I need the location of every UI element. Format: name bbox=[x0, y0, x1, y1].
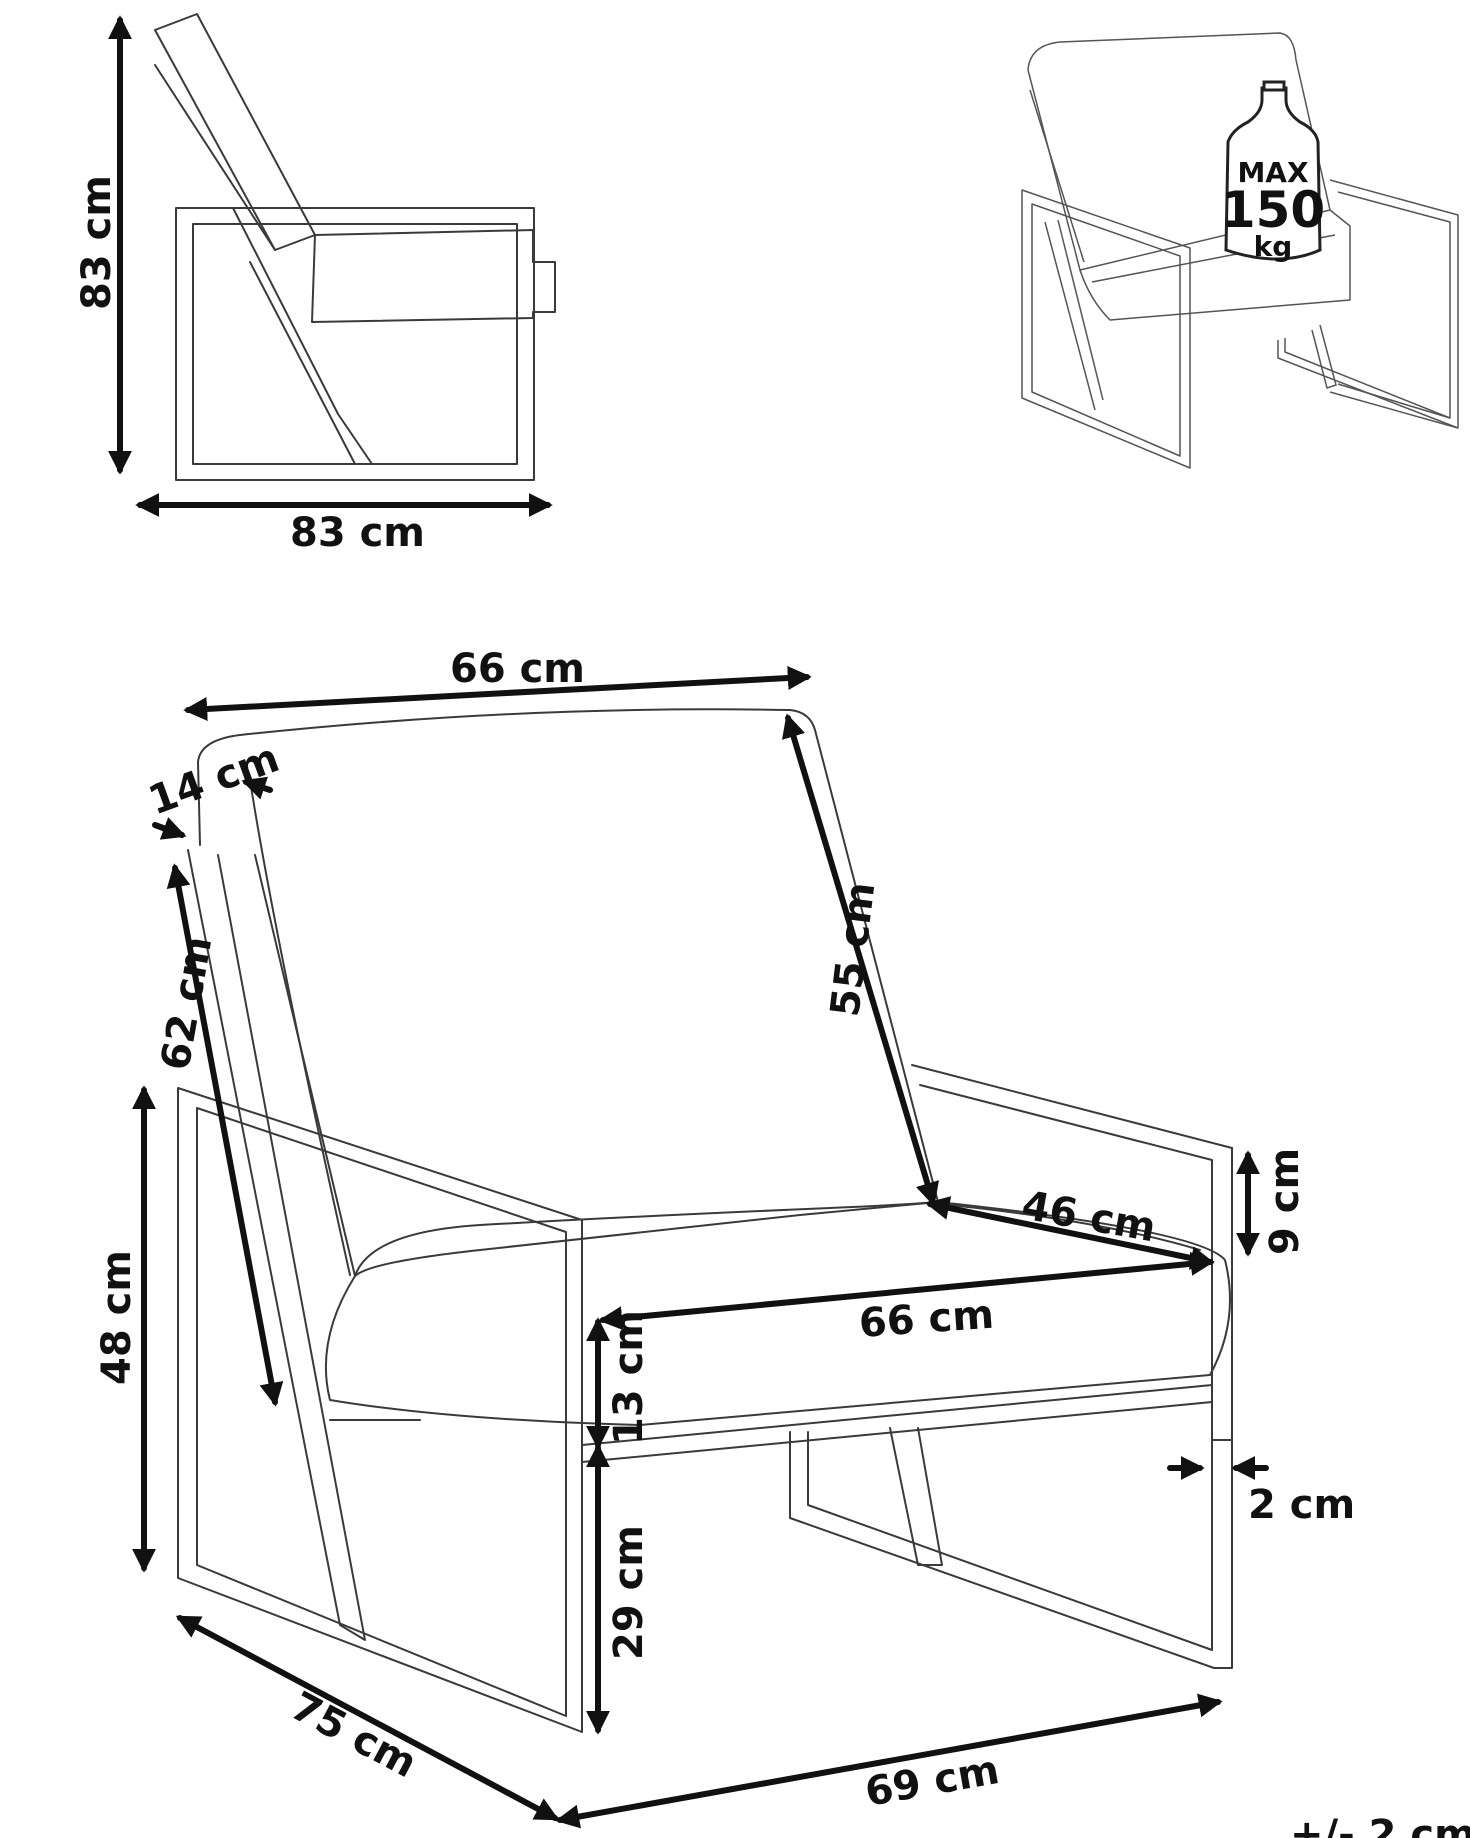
back-frame-arrow bbox=[166, 863, 284, 1407]
side-view-drawing bbox=[154, 13, 556, 481]
back-height-arrow bbox=[782, 713, 939, 1207]
side-height-label: 83 cm bbox=[74, 175, 120, 310]
vase-weight-icon bbox=[1224, 86, 1322, 261]
width-arrow bbox=[555, 1693, 1223, 1829]
seat-width-label: 66 cm bbox=[857, 1292, 995, 1347]
tolerance-note: +/- 2 cm bbox=[1290, 1812, 1470, 1838]
seat-cushion-label: 13 cm bbox=[606, 1310, 652, 1445]
frame-thickness-label: 2 cm bbox=[1248, 1482, 1355, 1528]
arm-above-seat-label: 9 cm bbox=[1262, 1148, 1308, 1255]
weight-value-label: 150 bbox=[1221, 181, 1325, 239]
back-width-label: 66 cm bbox=[450, 646, 585, 692]
armrest-height-label: 48 cm bbox=[94, 1250, 140, 1385]
depth-arrow bbox=[175, 1615, 560, 1821]
depth-label: 75 cm bbox=[283, 1683, 424, 1787]
weight-badge: MAX 150 kg bbox=[1221, 80, 1325, 263]
back-thickness-label: 14 cm bbox=[143, 735, 286, 824]
side-depth-label: 83 cm bbox=[290, 510, 425, 556]
seat-height-label: 29 cm bbox=[606, 1525, 652, 1660]
back-thickness-arrow-left bbox=[152, 817, 187, 840]
seat-width-arrow bbox=[598, 1251, 1215, 1331]
weight-unit-label: kg bbox=[1254, 230, 1293, 263]
chair-thumbnail bbox=[1021, 32, 1459, 469]
back-thickness-arrow-right bbox=[241, 776, 273, 800]
seat-depth-label: 46 cm bbox=[1018, 1183, 1159, 1252]
weight-max-label: MAX bbox=[1237, 156, 1309, 189]
back-width-arrow bbox=[183, 666, 812, 721]
width-label: 69 cm bbox=[862, 1747, 1003, 1816]
